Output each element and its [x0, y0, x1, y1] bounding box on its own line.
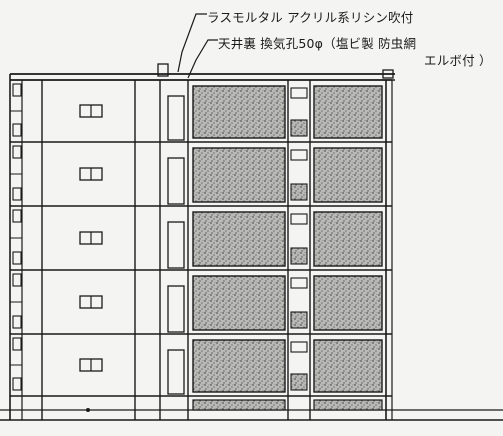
base-window-left [192, 399, 286, 411]
annotation-vent-label: 天井裏 換気孔50φ（塩ビ製 防虫網 [218, 36, 417, 51]
large-window-left-2 [192, 211, 286, 267]
corridor-door-1 [167, 157, 185, 205]
column-opening-bottom-3 [290, 311, 308, 329]
column-opening-top-0 [290, 87, 308, 99]
corridor-door-4 [167, 349, 185, 395]
column-opening-bottom-1 [290, 183, 308, 201]
large-window-left-1 [192, 147, 286, 203]
large-window-right-2 [313, 211, 383, 267]
balcony-box-bottom-1 [12, 187, 22, 201]
balcony-box-top-3 [12, 273, 22, 287]
column-opening-top-2 [290, 213, 308, 225]
balcony-box-top-4 [12, 337, 22, 351]
large-window-left-0 [192, 85, 286, 139]
corridor-door-2 [167, 221, 185, 269]
column-opening-top-4 [290, 341, 308, 353]
balcony-box-bottom-0 [12, 123, 22, 137]
balcony-box-top-2 [12, 209, 22, 223]
large-window-left-4 [192, 339, 286, 393]
balcony-box-top-0 [12, 83, 22, 97]
balcony-box-top-1 [12, 145, 22, 159]
annotation-vent-label-cont: エルボ付 ） [424, 53, 492, 68]
balcony-box-bottom-2 [12, 251, 22, 265]
large-window-right-0 [313, 85, 383, 139]
annotation-finish-label: ラスモルタル アクリル系リシン吹付 [207, 10, 414, 25]
column-opening-bottom-0 [290, 119, 308, 137]
roof-vent-box [157, 63, 169, 77]
column-opening-bottom-2 [290, 247, 308, 265]
column-opening-bottom-4 [290, 373, 308, 391]
large-window-left-3 [192, 275, 286, 331]
ground-marker-dot [86, 408, 90, 412]
large-window-right-1 [313, 147, 383, 203]
corridor-door-0 [167, 95, 185, 141]
column-opening-top-3 [290, 277, 308, 289]
leader-line-vent [187, 39, 218, 79]
large-window-right-3 [313, 275, 383, 331]
large-window-right-4 [313, 339, 383, 393]
base-window-right [313, 399, 383, 411]
parapet-end-cap [382, 69, 394, 79]
corridor-door-3 [167, 285, 185, 333]
balcony-box-bottom-3 [12, 315, 22, 329]
balcony-box-bottom-4 [12, 377, 22, 391]
leader-line-finish [177, 13, 207, 73]
column-opening-top-1 [290, 149, 308, 161]
